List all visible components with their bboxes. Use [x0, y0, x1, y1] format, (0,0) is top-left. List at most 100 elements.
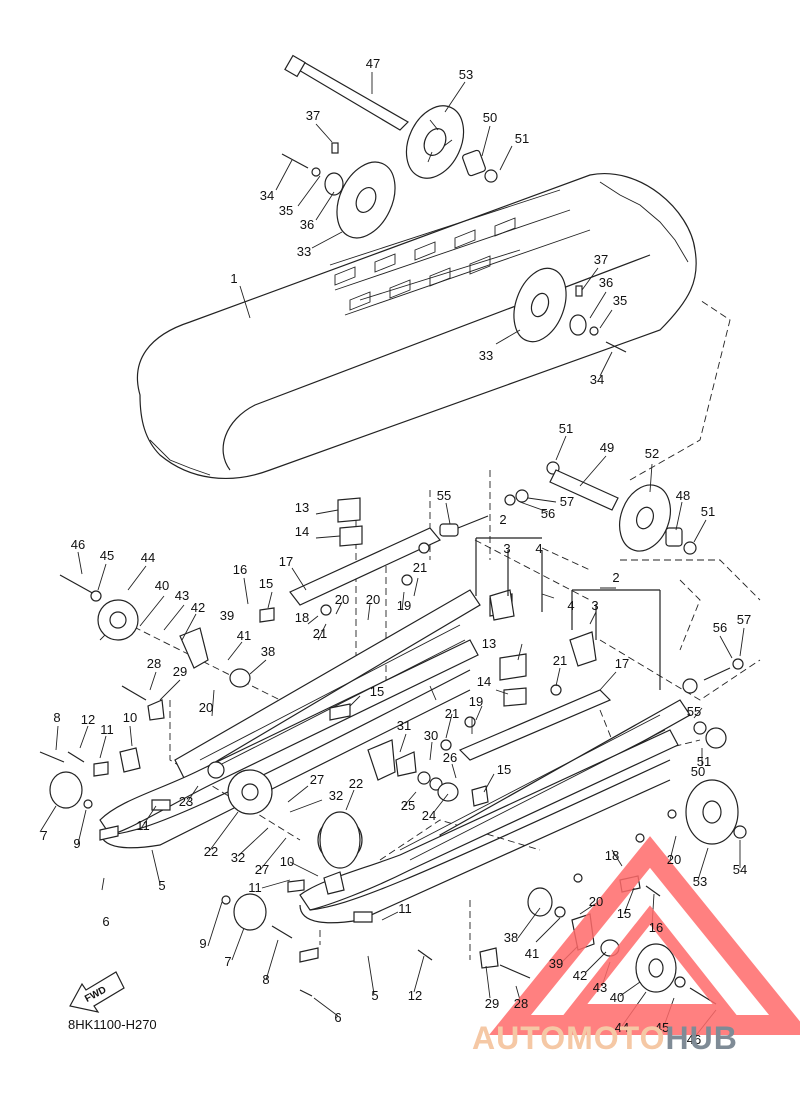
track-belt: [136, 173, 697, 479]
callout-50: 50: [691, 764, 705, 779]
rear-idler-assembly: [439, 461, 697, 555]
callout-12: 12: [408, 988, 422, 1003]
leader-lines: [39, 72, 745, 1039]
callout-36: 36: [300, 217, 314, 232]
callout-45: 45: [655, 1020, 669, 1035]
callout-14: 14: [295, 524, 309, 539]
callout-33: 33: [479, 348, 493, 363]
callout-37: 37: [594, 252, 608, 267]
callout-27: 27: [310, 772, 324, 787]
callout-2: 2: [499, 512, 506, 527]
callout-40: 40: [155, 578, 169, 593]
callout-7: 7: [40, 828, 47, 843]
callout-10: 10: [123, 710, 137, 725]
callout-42: 42: [573, 968, 587, 983]
callout-39: 39: [549, 956, 563, 971]
callout-35: 35: [613, 293, 627, 308]
callout-18: 18: [605, 848, 619, 863]
callout-39: 39: [220, 608, 234, 623]
callout-19: 19: [397, 598, 411, 613]
callout-44: 44: [141, 550, 155, 565]
callout-55: 55: [687, 704, 701, 719]
callout-15: 15: [497, 762, 511, 777]
callout-11: 11: [398, 901, 412, 916]
callout-50: 50: [483, 110, 497, 125]
callout-57: 57: [560, 494, 574, 509]
upper-shaft-assembly: [281, 54, 627, 353]
callout-56: 56: [541, 506, 555, 521]
callout-3: 3: [503, 541, 510, 556]
callout-46: 46: [687, 1032, 701, 1047]
callout-40: 40: [610, 990, 624, 1005]
callout-51: 51: [701, 504, 715, 519]
callout-43: 43: [593, 980, 607, 995]
callout-18: 18: [295, 610, 309, 625]
callout-5: 5: [371, 988, 378, 1003]
callout-21: 21: [313, 626, 327, 641]
assembly-guide-lines: [99, 299, 761, 960]
callout-23: 23: [179, 794, 193, 809]
callout-20: 20: [589, 894, 603, 909]
callout-12: 12: [81, 712, 95, 727]
callout-49: 49: [600, 440, 614, 455]
callout-46: 46: [71, 537, 85, 552]
callout-38: 38: [504, 930, 518, 945]
callout-13: 13: [482, 636, 496, 651]
callout-42: 42: [191, 600, 205, 615]
callout-17: 17: [279, 554, 293, 569]
callout-17: 17: [615, 656, 629, 671]
callout-47: 47: [366, 56, 380, 71]
callout-8: 8: [53, 710, 60, 725]
callout-20: 20: [199, 700, 213, 715]
callout-6: 6: [334, 1010, 341, 1025]
callout-11: 11: [136, 818, 150, 833]
callout-16: 16: [233, 562, 247, 577]
callout-20: 20: [667, 852, 681, 867]
callout-30: 30: [424, 728, 438, 743]
callout-37: 37: [306, 108, 320, 123]
callout-57: 57: [737, 612, 751, 627]
callout-27: 27: [255, 862, 269, 877]
callout-5: 5: [158, 878, 165, 893]
callout-55: 55: [437, 488, 451, 503]
callout-19: 19: [469, 694, 483, 709]
callout-15: 15: [259, 576, 273, 591]
callout-4: 4: [535, 541, 542, 556]
callout-44: 44: [615, 1020, 629, 1035]
callout-31: 31: [397, 718, 411, 733]
callout-35: 35: [279, 203, 293, 218]
callout-21: 21: [445, 706, 459, 721]
callout-45: 45: [100, 548, 114, 563]
bracket-callouts: [475, 537, 661, 690]
callout-53: 53: [459, 67, 473, 82]
watermark-text: AUTOMOTOHUB: [472, 1020, 738, 1057]
callout-29: 29: [173, 664, 187, 679]
callout-11: 11: [100, 722, 114, 737]
callout-2: 2: [612, 570, 619, 585]
callout-41: 41: [525, 946, 539, 961]
callout-13: 13: [295, 500, 309, 515]
callout-52: 52: [645, 446, 659, 461]
callout-1: 1: [230, 271, 237, 286]
callout-28: 28: [514, 996, 528, 1011]
callout-21: 21: [553, 653, 567, 668]
callout-15: 15: [617, 906, 631, 921]
callout-26: 26: [443, 750, 457, 765]
watermark-triangle: [489, 836, 800, 1035]
callout-8: 8: [262, 972, 269, 987]
callout-11: 11: [248, 880, 262, 895]
callout-36: 36: [599, 275, 613, 290]
callout-28: 28: [147, 656, 161, 671]
callout-22: 22: [349, 776, 363, 791]
callout-24: 24: [422, 808, 436, 823]
callout-43: 43: [175, 588, 189, 603]
callout-41: 41: [237, 628, 251, 643]
callout-38: 38: [261, 644, 275, 659]
drawing-code: 8HK1100-H270: [68, 1017, 157, 1032]
callout-32: 32: [329, 788, 343, 803]
callout-32: 32: [231, 850, 245, 865]
callout-34: 34: [260, 188, 274, 203]
watermark-part2: HUB: [665, 1020, 738, 1056]
left-slide-rail: [39, 497, 513, 863]
